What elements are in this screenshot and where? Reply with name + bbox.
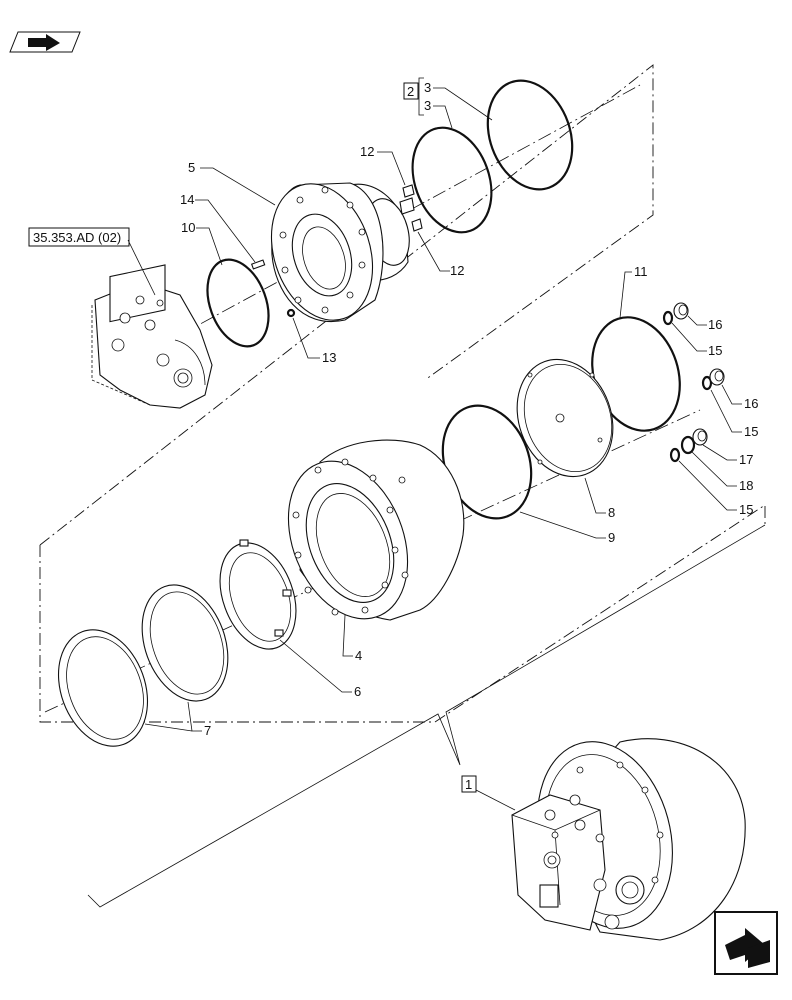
reference-motor-block [91,264,213,409]
assembly-label-1[interactable]: 1 [461,775,477,793]
upper-center-axis [179,84,641,336]
plug-17 [692,428,708,446]
plug-12-lower [411,218,423,232]
upper-assembly-frame [39,64,654,546]
callout-5: 5 [188,160,195,175]
callout-15-b: 15 [744,424,758,439]
next-page-arrow-icon[interactable] [714,911,778,975]
reference-label-text: 35.353.AD (02) [33,230,121,245]
plug-16-b [709,368,725,386]
callout-10: 10 [181,220,195,235]
callout-17: 17 [739,452,753,467]
o-ring-3-rear [486,79,574,191]
callout-7: 7 [204,723,211,738]
callout-15-a: 15 [708,343,722,358]
o-ring-3-front [411,126,493,234]
callout-3-b: 3 [424,98,431,113]
o-ring-10 [206,258,270,348]
callout-9: 9 [608,530,615,545]
previous-page-arrow-icon[interactable] [9,31,81,53]
lock-nut-6 [219,539,297,650]
callout-16-a: 16 [708,317,722,332]
callout-6: 6 [354,684,361,699]
callout-leaders [144,87,742,732]
washer-18 [680,435,696,455]
callout-16-b: 16 [744,396,758,411]
callout-18: 18 [739,478,753,493]
callout-14: 14 [180,192,194,207]
gear-housing-4 [287,439,465,621]
assembly-label-1-text: 1 [465,777,472,792]
kit-label-2-text: 2 [407,84,414,99]
kit-label-2[interactable]: 2 [403,82,419,100]
lower-assembly-frame [39,504,766,723]
reference-label[interactable]: 35.353.AD (02) [28,227,130,247]
plug-16-a [673,302,689,320]
plug-12-upper [402,184,415,198]
o-ring-13 [286,308,296,318]
flange-housing-5 [270,182,415,323]
callout-8: 8 [608,505,615,520]
seal-15-b [701,375,713,391]
callout-12-b: 12 [450,263,464,278]
seal-15-a [662,310,674,326]
callout-3-a: 3 [424,80,431,95]
pin-14 [250,259,266,270]
complete-travel-motor-1 [511,738,746,941]
seal-15-c [669,447,681,463]
callout-11: 11 [634,264,648,279]
callout-13: 13 [322,350,336,365]
callout-4: 4 [355,648,362,663]
callout-12-a: 12 [360,144,374,159]
callout-15-c: 15 [739,502,753,517]
cover-plate-8 [516,358,614,478]
floating-seal-7 [57,584,229,747]
